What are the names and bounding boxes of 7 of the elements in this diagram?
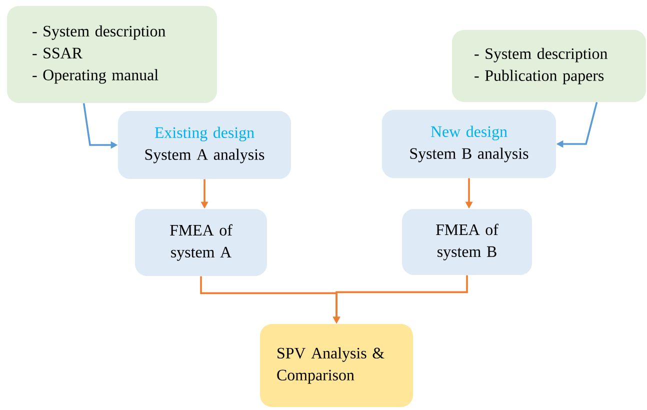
result-box: SPV Analysis & Comparison — [260, 324, 413, 407]
process-box: New design System B analysis — [382, 110, 556, 178]
process-box: FMEA of system A — [135, 209, 267, 276]
process-box: FMEA of system B — [402, 209, 532, 275]
process-box: Existing design System A analysis — [118, 111, 291, 179]
source-box: - System description - SSAR - Operating manual — [7, 6, 217, 103]
source-box: - System description - Publication papers — [452, 30, 646, 102]
